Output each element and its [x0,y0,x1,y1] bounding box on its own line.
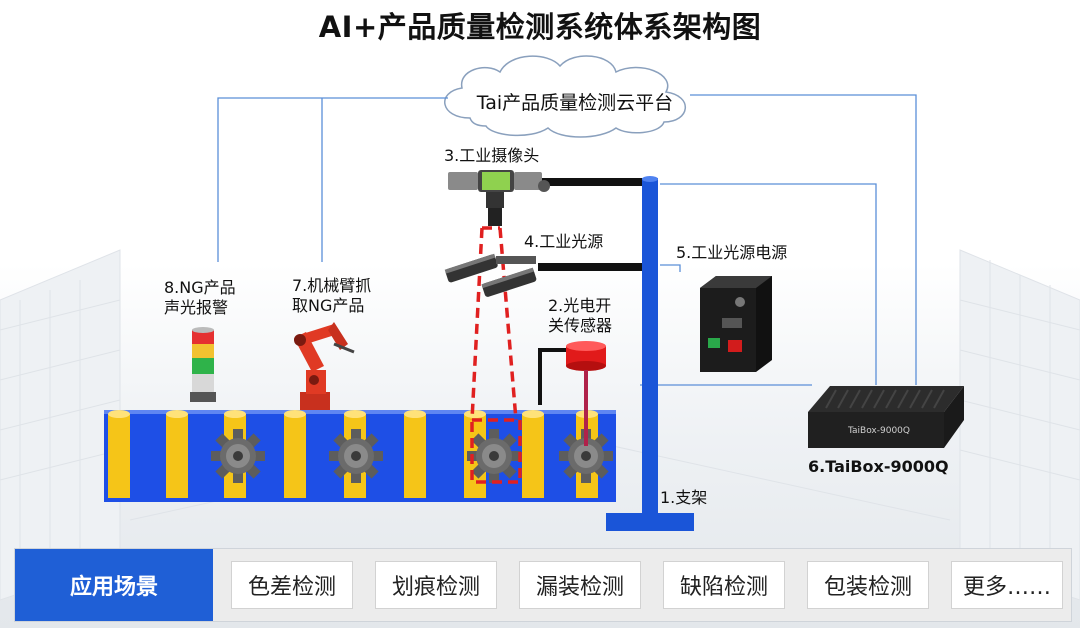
taibox-device [808,386,964,448]
scenario-packaging: 包装检测 [807,561,929,609]
taibox-device-text: TaiBox-9000Q [848,426,910,436]
scenario-more: 更多…… [951,561,1063,609]
stand-label: 1.支架 [660,488,708,507]
sensor-label-line1: 2.光电开 [548,296,612,315]
product-cylinder [108,410,130,498]
product-cylinder [166,410,188,498]
signal-tower-alarm [190,327,216,402]
application-scenarios-bar: 应用场景 色差检测 划痕检测 漏装检测 缺陷检测 包装检测 更多…… [14,548,1072,622]
robot-arm [294,322,355,410]
stand [606,176,694,531]
alarm-label-line2: 声光报警 [164,298,229,317]
photoelectric-sensor [538,341,606,446]
industrial-camera [448,170,550,226]
sensor-label-line2: 关传感器 [548,316,613,335]
taibox-label: 6.TaiBox-9000Q [808,457,949,476]
scenario-scratch: 划痕检测 [375,561,497,609]
cloud-shape [444,55,686,138]
cloud-platform-label: Tai产品质量检测云平台 [476,92,674,114]
page-title: AI+产品质量检测系统体系架构图 [318,10,762,44]
scenarios-header: 应用场景 [15,549,213,621]
gear-part [467,429,521,483]
alarm-label-line1: 8.NG产品 [164,278,236,297]
arm-label-line1: 7.机械臂抓 [292,276,372,295]
gear-part [211,429,265,483]
scenario-color-diff: 色差检测 [231,561,353,609]
product-cylinder [522,410,544,498]
power-label: 5.工业光源电源 [676,243,788,262]
scenario-missing-part: 漏装检测 [519,561,641,609]
arm-label-line2: 取NG产品 [292,296,365,315]
network-links [217,94,917,386]
light-label: 4.工业光源 [524,232,604,251]
industrial-light [444,253,537,297]
camera-label: 3.工业摄像头 [444,146,540,165]
gear-part [329,429,383,483]
stand-cables [538,178,644,271]
light-power-supply [700,276,772,372]
scenario-defect: 缺陷检测 [663,561,785,609]
product-cylinder [284,410,306,498]
product-cylinder [404,410,426,498]
